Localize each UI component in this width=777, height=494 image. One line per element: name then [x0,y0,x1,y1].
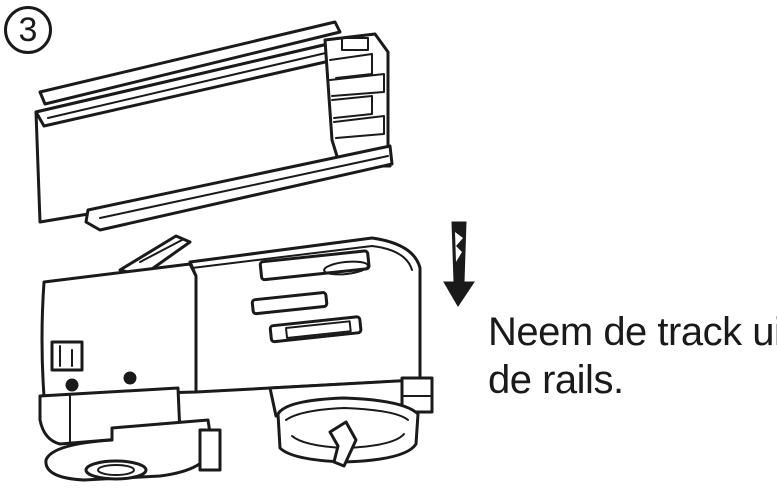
instruction-line-2: de rails. [488,358,624,402]
step-number-badge: 3 [4,6,52,54]
arrow-down-icon [443,221,475,307]
instruction-line-1: Neem de track uit [488,310,777,354]
track-adapter [38,234,434,482]
rail-profile [34,20,394,232]
step-number: 3 [18,11,38,49]
instruction-text: Neem de track uit de rails. [488,308,777,404]
